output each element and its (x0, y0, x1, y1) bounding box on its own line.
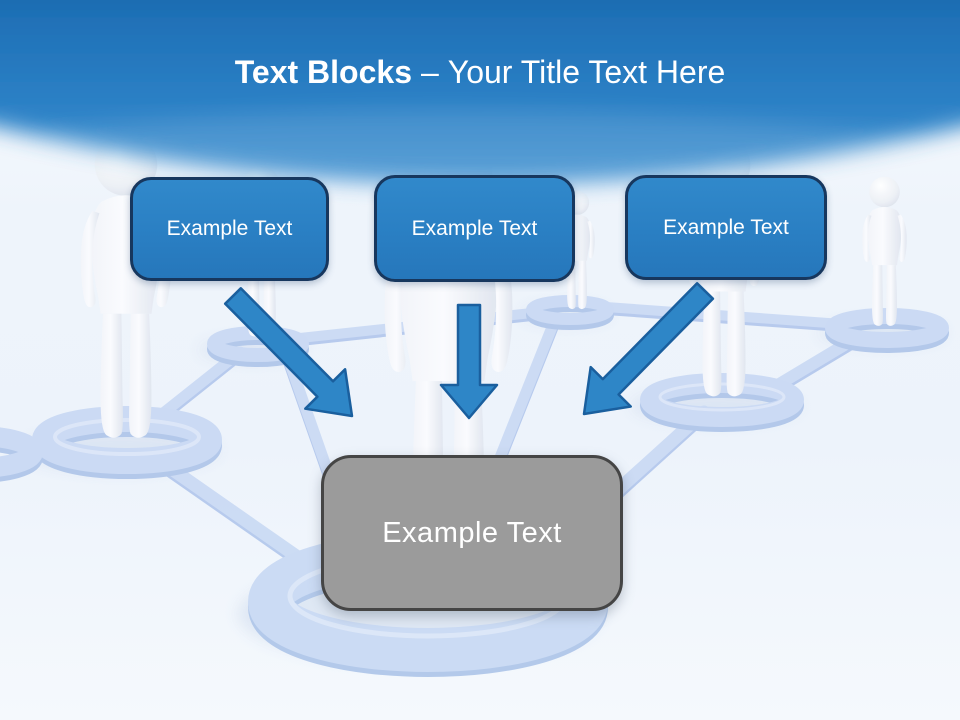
text-block-1-label: Example Text (166, 217, 293, 240)
arrow-down-right-icon[interactable] (223, 287, 354, 418)
person-figure-right (862, 176, 907, 326)
arrow-down-icon[interactable] (439, 303, 499, 420)
text-block-2-label: Example Text (411, 216, 538, 240)
text-block-1[interactable]: Example Text (130, 177, 329, 281)
title-emphasis: Text Blocks (234, 54, 412, 90)
text-block-3[interactable]: Example Text (625, 175, 827, 280)
result-block-label: Example Text (382, 516, 562, 549)
slide-title[interactable]: Text Blocks–Your Title Text Here (0, 52, 960, 92)
text-block-2[interactable]: Example Text (374, 175, 575, 282)
text-block-3-label: Example Text (663, 215, 789, 239)
title-separator: – (420, 54, 439, 90)
title-subtitle: Your Title Text Here (447, 54, 726, 90)
result-block[interactable]: Example Text (321, 455, 623, 611)
arrow-down-left-icon[interactable] (582, 282, 715, 416)
